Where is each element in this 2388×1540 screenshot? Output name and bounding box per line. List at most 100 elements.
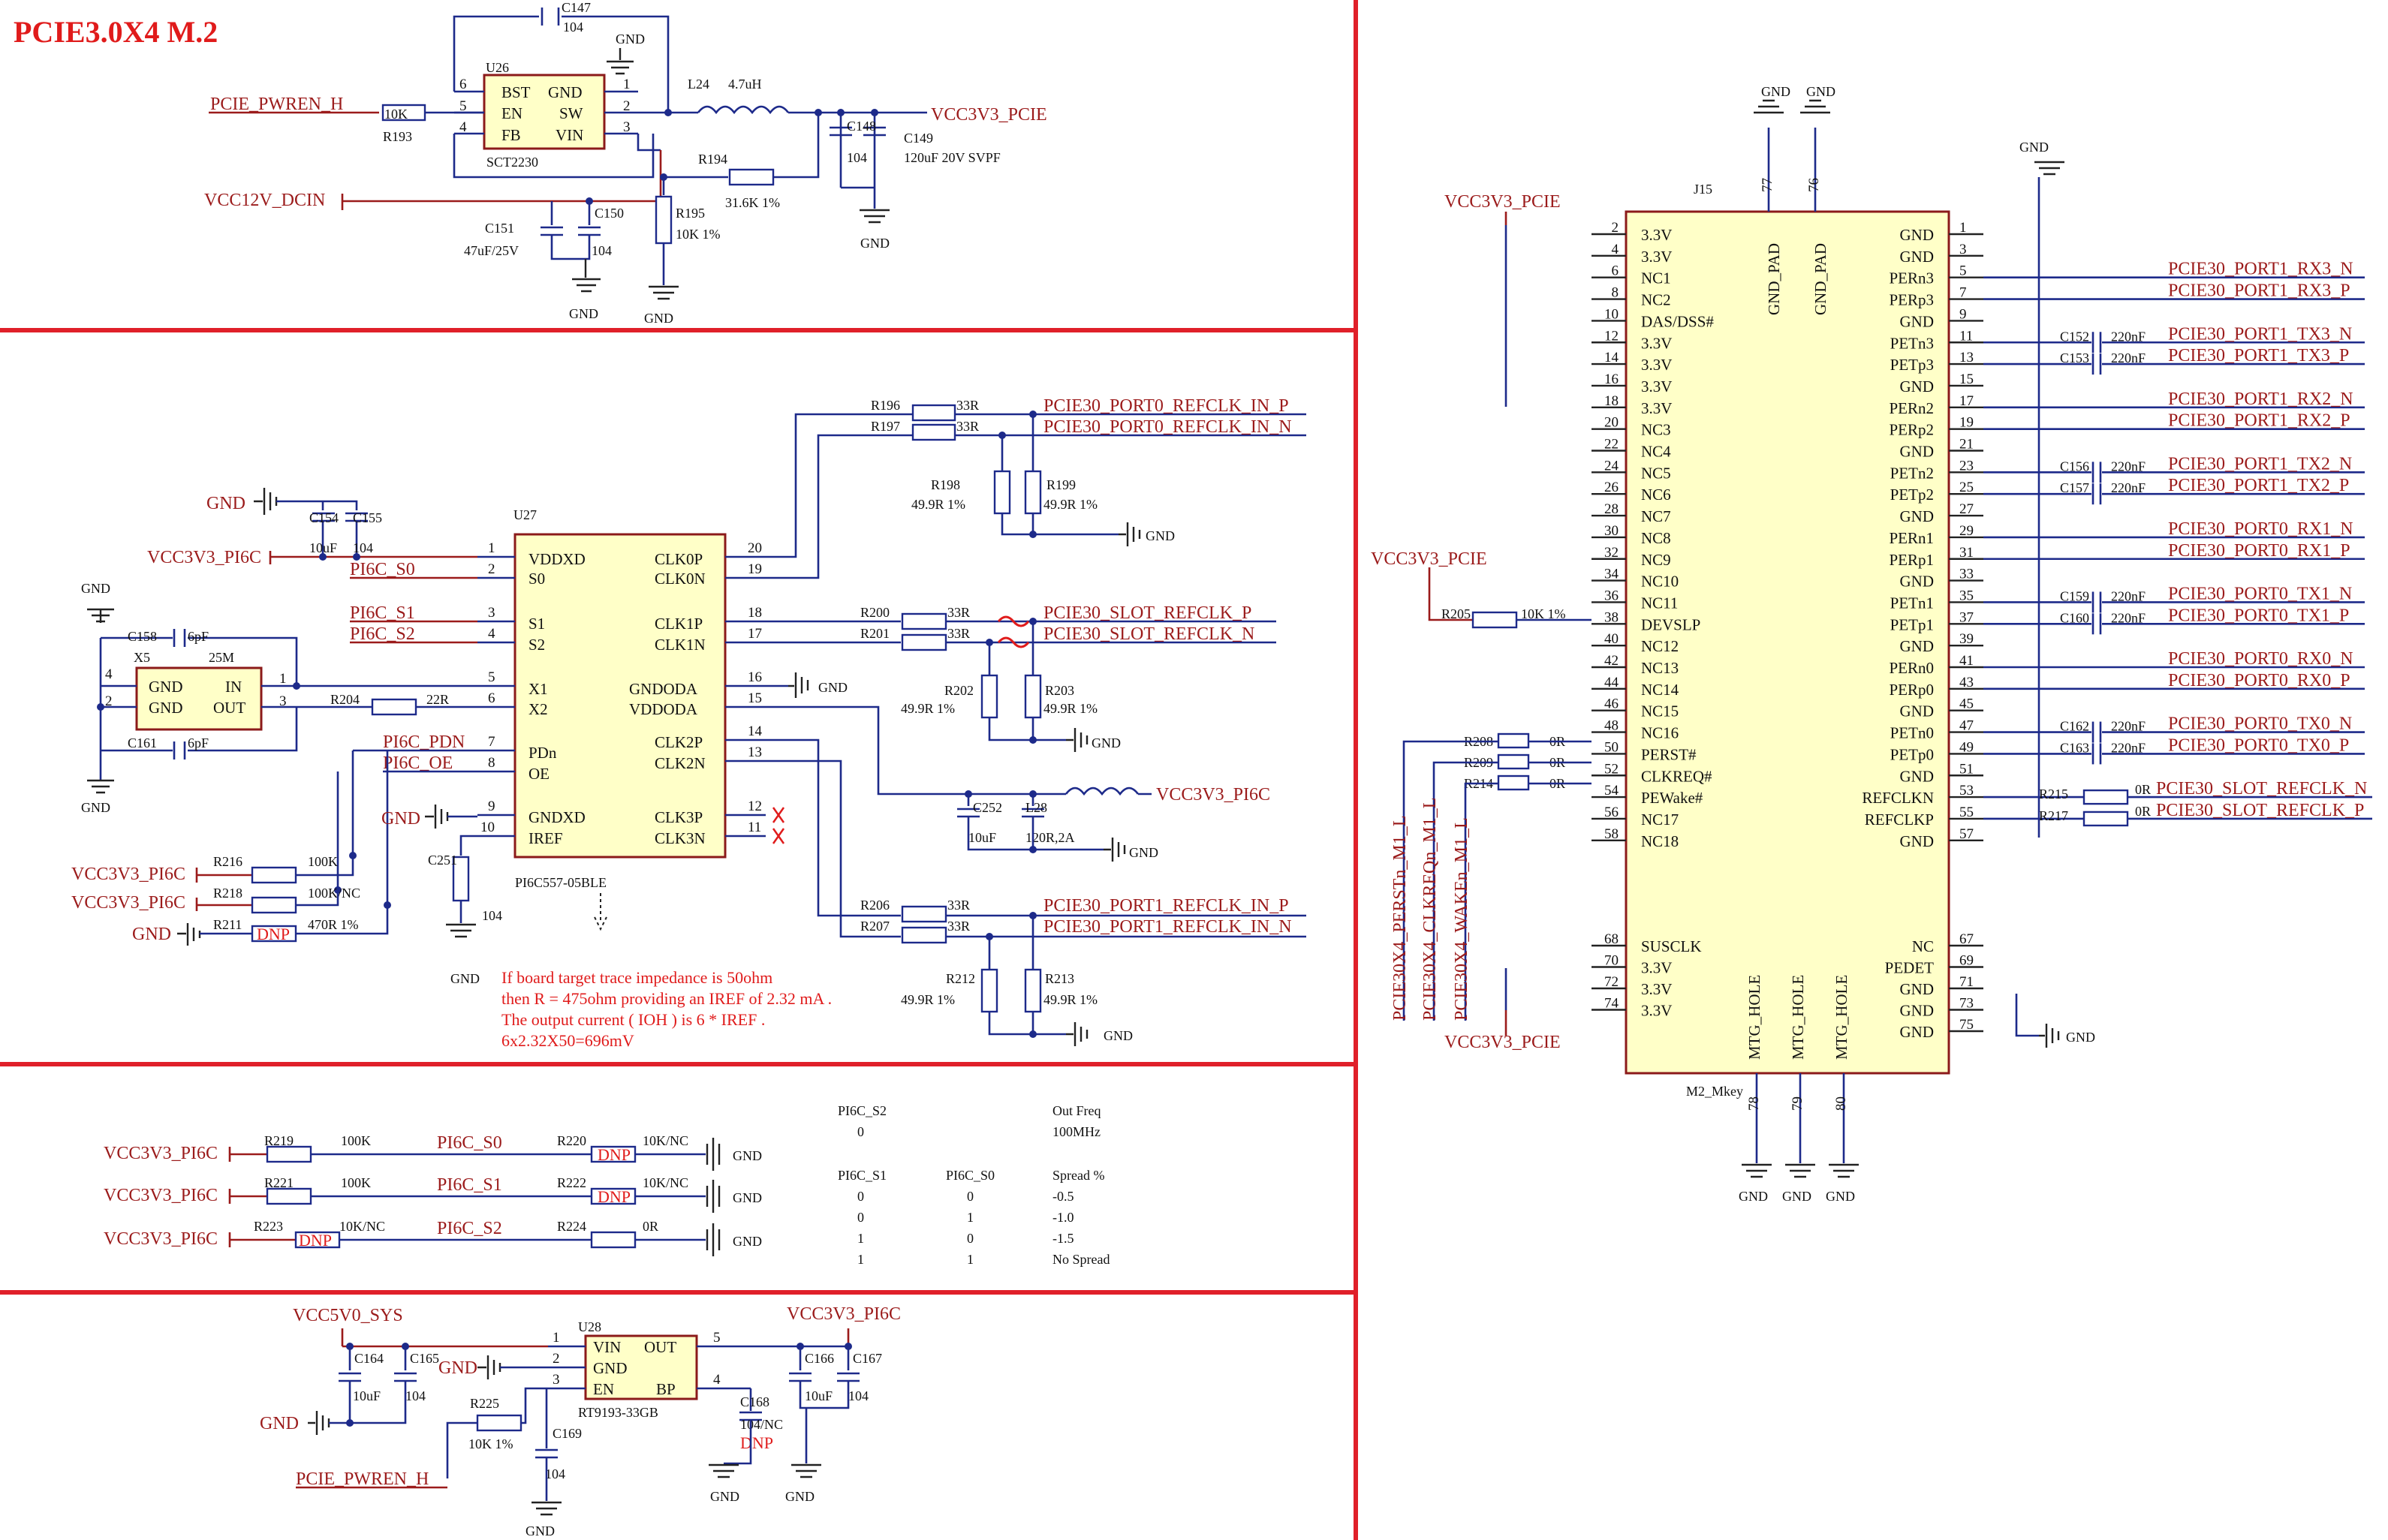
- svg-text:C167: C167: [853, 1351, 882, 1366]
- svg-text:100K/NC: 100K/NC: [308, 886, 360, 901]
- svg-text:L28: L28: [1025, 800, 1047, 815]
- svg-text:22R: 22R: [426, 692, 449, 707]
- svg-text:2: 2: [623, 98, 631, 114]
- svg-text:PCIE30_PORT0_REFCLK_IN_N: PCIE30_PORT0_REFCLK_IN_N: [1043, 417, 1292, 437]
- cap-ref: C152: [2060, 329, 2089, 344]
- svg-text:GND: GND: [1146, 528, 1175, 543]
- svg-text:CLK0N: CLK0N: [655, 570, 706, 588]
- pin-label: GND: [1900, 980, 1935, 998]
- svg-text:DNP: DNP: [299, 1231, 332, 1250]
- u27-part: PI6C557-05BLE: [515, 875, 607, 890]
- svg-text:104: 104: [405, 1388, 426, 1403]
- pin-number: 17: [1959, 393, 1974, 409]
- pin-label: GND: [1900, 832, 1935, 850]
- svg-text:100K: 100K: [341, 1133, 371, 1148]
- pin-number: 12: [1604, 328, 1619, 344]
- pin-label: GND: [1900, 1002, 1935, 1020]
- net-label: PCIE30_PORT1_RX3_N: [2168, 260, 2353, 279]
- svg-text:7: 7: [488, 734, 495, 750]
- svg-text:C150: C150: [595, 206, 624, 221]
- pin-number: 29: [1959, 523, 1974, 539]
- pin-number: 50: [1604, 739, 1619, 755]
- pin-number: 55: [1959, 805, 1974, 820]
- svg-text:-1.5: -1.5: [1052, 1231, 1074, 1246]
- svg-text:10uF: 10uF: [309, 540, 337, 555]
- svg-text:49.9R 1%: 49.9R 1%: [1043, 701, 1098, 716]
- svg-text:R216: R216: [213, 854, 242, 869]
- svg-text:1: 1: [857, 1252, 864, 1267]
- svg-text:GND: GND: [260, 1414, 299, 1433]
- section-borders: [0, 0, 1358, 1540]
- pin-label: PERn0: [1889, 659, 1934, 677]
- svg-text:C147: C147: [562, 0, 591, 15]
- svg-text:GND: GND: [1826, 1189, 1855, 1204]
- svg-text:R205: R205: [1441, 606, 1471, 621]
- svg-text:-0.5: -0.5: [1052, 1189, 1074, 1204]
- svg-text:10K: 10K: [384, 107, 408, 122]
- pin-number: 25: [1959, 480, 1974, 495]
- pin-label: PETn1: [1890, 594, 1934, 612]
- pin-number: 72: [1604, 974, 1619, 990]
- svg-text:1: 1: [857, 1231, 864, 1246]
- svg-text:10K/NC: 10K/NC: [339, 1219, 385, 1234]
- res-ref: R215: [2039, 787, 2068, 802]
- svg-text:0: 0: [967, 1231, 974, 1246]
- svg-text:0R: 0R: [643, 1219, 658, 1234]
- svg-text:13: 13: [748, 744, 762, 760]
- cap-ref: C153: [2060, 350, 2089, 365]
- svg-text:C168: C168: [740, 1394, 769, 1409]
- page-title: PCIE3.0X4 M.2: [14, 15, 218, 49]
- pin-number: 53: [1959, 783, 1974, 799]
- pin-label: PETn3: [1890, 334, 1934, 352]
- svg-text:78: 78: [1746, 1096, 1762, 1111]
- svg-text:100MHz: 100MHz: [1052, 1124, 1101, 1139]
- pin-label: GND: [1900, 226, 1935, 244]
- svg-text:104/NC: 104/NC: [740, 1417, 783, 1432]
- pin-label: GND: [1900, 702, 1935, 720]
- pin-label: DAS/DSS#: [1641, 312, 1714, 330]
- svg-text:PI6C_S0: PI6C_S0: [350, 560, 415, 579]
- svg-text:11: 11: [748, 820, 761, 835]
- svg-text:IREF: IREF: [528, 829, 563, 847]
- pin-number: 56: [1604, 805, 1619, 820]
- svg-text:PI6C_PDN: PI6C_PDN: [383, 732, 465, 752]
- svg-text:104: 104: [847, 150, 867, 165]
- pin-number: 68: [1604, 931, 1619, 947]
- svg-text:X1: X1: [528, 680, 548, 698]
- pin-number: 43: [1959, 675, 1974, 690]
- svg-text:C166: C166: [805, 1351, 834, 1366]
- svg-text:1: 1: [967, 1210, 974, 1225]
- svg-text:R193: R193: [383, 129, 412, 144]
- svg-text:R212: R212: [946, 971, 975, 986]
- svg-text:GND: GND: [1129, 845, 1158, 860]
- pin-label: PETn2: [1890, 464, 1934, 482]
- svg-text:2: 2: [553, 1351, 560, 1367]
- svg-text:49.9R 1%: 49.9R 1%: [911, 497, 965, 512]
- pin-label: NC5: [1641, 464, 1671, 482]
- pin-number: 39: [1959, 631, 1974, 647]
- svg-text:VCC3V3_PI6C: VCC3V3_PI6C: [1156, 785, 1270, 805]
- pin-label: PETp3: [1890, 356, 1934, 374]
- pin-number: 16: [1604, 371, 1619, 387]
- net-label: PCIE30_PORT0_TX1_P: [2168, 606, 2349, 625]
- pin-number: 8: [1612, 285, 1619, 301]
- svg-text:17: 17: [748, 626, 762, 642]
- svg-text:GND: GND: [1806, 84, 1835, 99]
- iref-note-line3: The output current ( IOH ) is 6 * IREF .: [501, 1010, 765, 1029]
- power-block: U26 SCT2230 BST EN FB GND SW VIN 6 5 4 1…: [204, 0, 1047, 326]
- svg-text:FB: FB: [501, 126, 521, 144]
- svg-text:R219: R219: [264, 1133, 294, 1148]
- svg-text:20: 20: [748, 540, 762, 556]
- svg-text:3: 3: [623, 119, 631, 135]
- pin-label: GND: [1900, 573, 1935, 591]
- resistor: [2082, 789, 2129, 805]
- svg-text:PDn: PDn: [528, 744, 557, 762]
- svg-text:PI6C_S1: PI6C_S1: [838, 1168, 887, 1183]
- pin-label: 3.3V: [1641, 377, 1672, 396]
- svg-text:VIN: VIN: [593, 1338, 621, 1356]
- pin-label: SUSCLK: [1641, 937, 1702, 955]
- svg-text:X2: X2: [528, 700, 548, 718]
- cap-ref: C157: [2060, 480, 2089, 495]
- svg-text:GND: GND: [733, 1190, 762, 1205]
- pin-number: 3: [1959, 242, 1967, 257]
